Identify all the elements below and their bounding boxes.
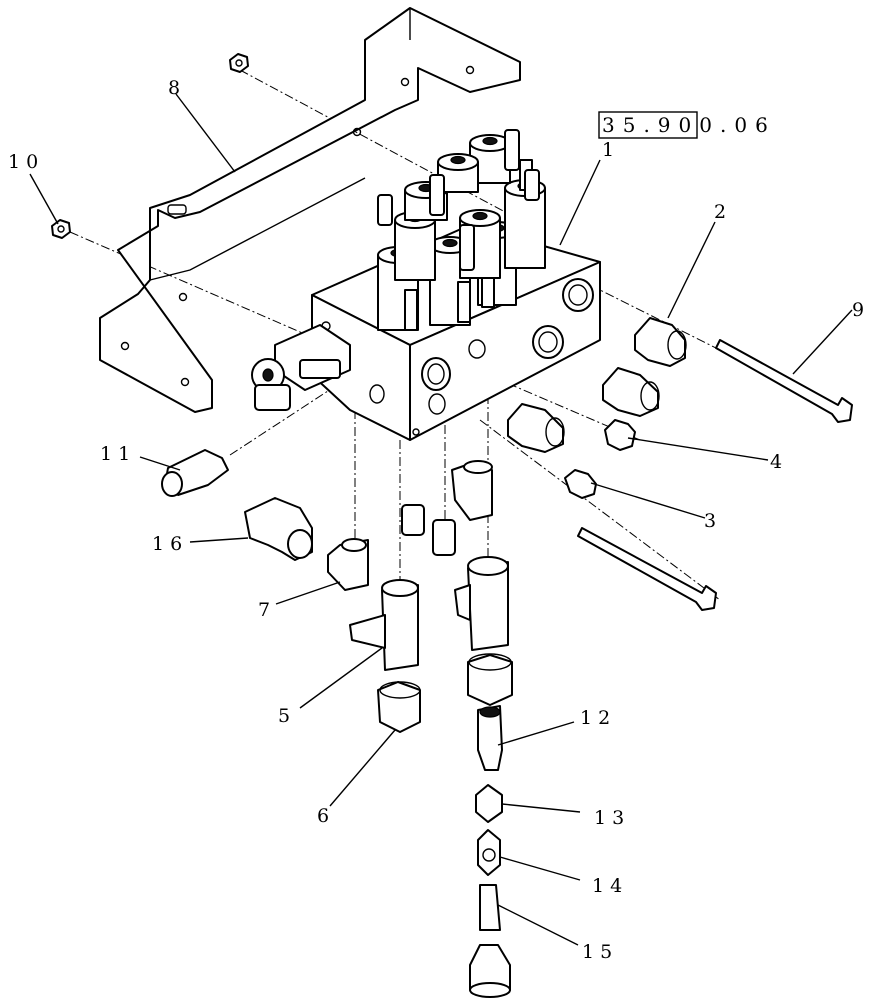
callout-13: 13 (594, 807, 630, 829)
bolt-lower (577, 527, 717, 611)
callout-8: 8 (168, 77, 186, 99)
tee-fitting-16 (244, 497, 313, 561)
elbow-fitting-7 (327, 538, 369, 591)
reference-code-text: 35.900.06 (602, 113, 776, 137)
fitting-3 (564, 469, 597, 499)
callout-6: 6 (317, 805, 335, 827)
fitting-4 (604, 419, 636, 451)
adapter-14 (477, 829, 501, 876)
tee-fitting-right (454, 556, 509, 651)
cap-nut-6 (377, 681, 421, 733)
callout-2: 2 (714, 201, 732, 223)
small-fitting (432, 519, 456, 556)
callout-7: 7 (258, 599, 276, 621)
solenoid-valve (394, 211, 436, 281)
adapter-15 (479, 884, 501, 931)
bolt-9 (715, 339, 853, 423)
callout-12: 12 (580, 707, 616, 729)
fitting-2 (634, 317, 687, 367)
adapter-12 (477, 705, 503, 771)
nut-top (229, 53, 249, 73)
mounting-bracket (99, 7, 521, 413)
reference-code-box (598, 111, 698, 139)
adapter-13 (475, 784, 503, 823)
callout-3: 3 (704, 510, 722, 532)
callout-10: 10 (8, 151, 44, 173)
hex-nut (467, 653, 513, 706)
callout-9: 9 (852, 299, 870, 321)
pressure-switch-11 (161, 449, 229, 497)
solenoid-connector (377, 129, 540, 271)
callout-5: 5 (278, 705, 296, 727)
callout-labels: 1 2 3 4 5 6 7 8 9 10 11 12 13 14 15 16 (8, 77, 870, 963)
solenoid-valves (377, 129, 546, 331)
leader-lines (29, 93, 853, 946)
callout-1: 1 (602, 139, 620, 161)
sensor-bottom (469, 944, 511, 998)
elbow-fitting (451, 460, 493, 521)
small-fitting (401, 504, 425, 536)
callout-16: 16 (152, 533, 188, 555)
reference-code: 35.900.06 (598, 111, 776, 139)
nut-10 (51, 219, 71, 239)
side-solenoid (251, 324, 351, 411)
fitting-o-ring-boss (602, 367, 660, 417)
tee-fitting-5 (349, 579, 419, 671)
fitting-o-ring-boss-lower (507, 403, 565, 453)
callout-15: 15 (582, 941, 618, 963)
callout-11: 11 (100, 443, 136, 465)
callout-14: 14 (592, 875, 628, 897)
callout-4: 4 (770, 451, 788, 473)
